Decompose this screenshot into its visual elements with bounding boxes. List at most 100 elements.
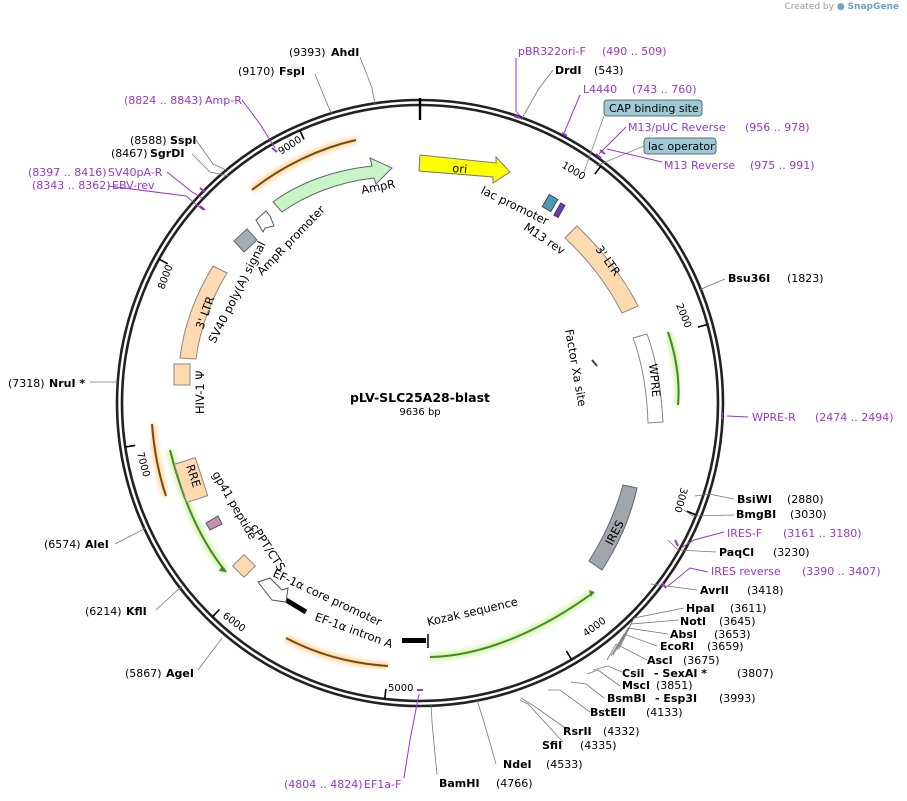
feature-gp41[interactable]: gp41 peptide [205,469,260,542]
feature-lac-promoter[interactable]: lac promoter M13 rev [479,183,568,258]
enzyme-sexai[interactable]: - SexAI * [654,667,707,680]
tick-mark [158,258,169,265]
feature-orf-bottom[interactable] [429,589,597,661]
feature-wpre[interactable]: WPRE [632,330,682,424]
lac-operator-box[interactable] [643,137,717,155]
feature-3ltr-right[interactable]: 3' LTR [564,225,639,314]
primer-ebv-rev[interactable]: EBV-rev [112,179,155,192]
tick-mark [383,688,387,699]
enzyme-hpai[interactable]: HpaI [686,602,715,615]
enzyme-avrii[interactable]: AvrII [700,584,729,597]
enzyme-bsiwi[interactable]: BsiWI [737,493,772,506]
enzyme-bsu36i[interactable]: Bsu36I [728,272,770,285]
tick-label: 8000 [156,263,175,291]
primer-ires-reverse[interactable]: IRES reverse [711,565,781,578]
enzyme-labels: (9393) AhdI (9170) FspI (8588) SspI (846… [8,46,827,790]
feature-marker-bottom[interactable] [284,634,389,670]
hiv-psi-label: HIV-1 Ψ [193,371,207,414]
enzyme-bamhi[interactable]: BamHI [439,777,480,790]
enzyme-noti[interactable]: NotI [680,615,706,628]
tick-label: 7000 [134,451,151,478]
enzyme-paqci[interactable]: PaqCI [719,546,754,559]
enzyme-sgrdi[interactable]: SgrDI [150,147,184,160]
feature-ampr[interactable]: AmpR [272,157,396,213]
primer-labels: pBR322ori-F (490 .. 509) L4440 (743 .. 7… [28,45,894,791]
pos-sfii: (4335) [580,739,617,752]
pos-sgrdi: (8467) [111,147,148,160]
wpre-label: WPRE [646,363,663,398]
primer-wpre-r[interactable]: WPRE-R [752,411,796,424]
enzyme-csii[interactable]: CsiI [622,667,644,680]
tick-label: 5000 [388,683,413,694]
tick-label: 1000 [559,160,586,183]
backbone [115,98,725,708]
pos-bsteii: (4133) [646,706,683,719]
enzyme-sspi[interactable]: SspI [170,134,196,147]
enzyme-absi[interactable]: AbsI [670,628,697,641]
enzyme-msci[interactable]: MscI [622,679,650,692]
tick-mark [125,444,136,448]
plasmid-name: pLV-SLC25A28-blast [350,390,490,405]
enzyme-bmgbi[interactable]: BmgBI [736,508,776,521]
primer-ef1a-f[interactable]: EF1a-F [364,778,401,791]
enzyme-drdi[interactable]: DrdI [555,64,582,77]
pos-agei: (5867) [125,667,162,680]
enzyme-bsteii[interactable]: BstEII [590,706,626,719]
enzyme-esp3i[interactable]: - Esp3I [655,692,697,705]
primer-pbr322ori-f[interactable]: pBR322ori-F [518,45,586,58]
feature-rre[interactable]: RRE [173,456,209,504]
gp41-label: gp41 peptide [209,469,259,542]
primer-ires-f-range: (3161 .. 3180) [783,527,862,540]
pos-paqci: (3230) [773,546,810,559]
feature-marker-top[interactable] [249,136,357,193]
tick-mark [594,165,602,175]
primer-sv40pa-r[interactable]: SV40pA-R [108,166,163,179]
primer-amp-r[interactable]: Amp-R [205,94,242,107]
pos-rsrii: (4332) [603,725,640,738]
enzyme-agei[interactable]: AgeI [166,667,194,680]
primer-m13-reverse-range: (975 .. 991) [750,159,815,172]
enzyme-sfii[interactable]: SfiI [542,739,562,752]
feature-ampr-promoter[interactable]: AmpR promoter [254,202,328,278]
primer-lines [107,58,749,779]
enzyme-kfli[interactable]: KflI [126,605,147,618]
enzyme-ecori[interactable]: EcoRI [660,640,694,653]
feature-hiv-psi[interactable]: HIV-1 Ψ [173,363,207,414]
tick-mark [299,129,305,140]
enzyme-bsmbi[interactable]: BsmBI [607,692,646,705]
primer-m13-reverse[interactable]: M13 Reverse [664,159,735,172]
brand-watermark: Created by ● SnapGene [784,2,899,12]
enzyme-asci[interactable]: AscI [647,654,673,667]
enzyme-alei[interactable]: AleI [85,538,109,551]
cap-box[interactable] [603,99,703,117]
cap-binding-site: CAP binding site [609,102,699,115]
primer-l4440[interactable]: L4440 [583,83,617,96]
feature-ires[interactable]: IRES [588,484,638,571]
enzyme-krui[interactable]: NruI * [49,377,85,390]
feature-marker-left[interactable] [148,423,170,498]
primer-ires-f[interactable]: IRES-F [727,527,762,540]
primer-l4440-range: (743 .. 760) [632,83,697,96]
primer-ef1a-f-range: (4804 .. 4824) [284,778,363,791]
tick-mark [686,510,697,516]
brand-app-name: SnapGene [847,2,899,12]
feature-factor-xa[interactable]: Factor Xa site [562,328,598,408]
ori-label: ori [452,161,468,176]
tick-label: 6000 [220,611,247,635]
enzyme-ndei[interactable]: NdeI [503,758,532,771]
feature-orf-left[interactable] [166,449,229,575]
pos-ndei: (4533) [546,758,583,771]
ampr-label: AmpR [360,177,396,197]
leader-lines [90,56,735,776]
feature-ori[interactable]: ori [418,154,511,184]
pos-bsiwi: (2880) [787,493,824,506]
tick-mark [211,609,220,618]
primer-pbr322ori-f-range: (490 .. 509) [602,45,667,58]
enzyme-ahdi[interactable]: AhdI [331,46,359,59]
primer-m13puc-reverse[interactable]: M13/pUC Reverse [628,121,726,134]
enzyme-fspi[interactable]: FspI [279,65,305,78]
enzyme-rsrii[interactable]: RsrII [563,725,592,738]
primer-amp-r-range: (8824 .. 8843) [124,94,203,107]
tick-label: 9000 [277,134,304,157]
pos-bamhi: (4766) [496,777,533,790]
